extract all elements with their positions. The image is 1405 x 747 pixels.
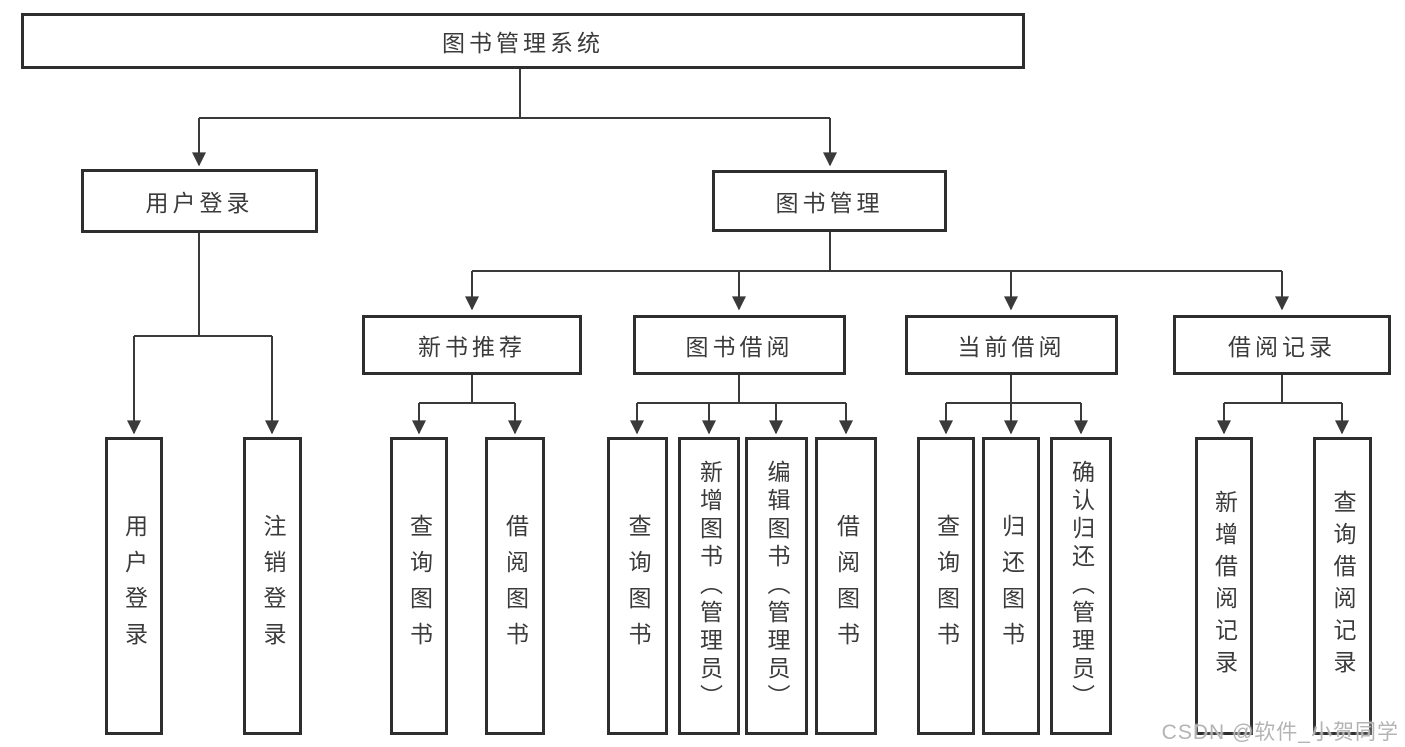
node-label: 图书管理 (775, 190, 884, 216)
node-library-management-system: 图书管理系统 (21, 13, 1025, 69)
node-book-borrowing: 图书借阅 (633, 315, 846, 375)
node-add-books-admin: 新增图书（管理员） (678, 437, 740, 735)
connector-arrows (127, 118, 1349, 435)
node-return-books: 归还图书 (982, 437, 1040, 735)
node-new-book-recommendation: 新书推荐 (362, 315, 582, 375)
node-confirm-return-admin: 确认归还（管理员） (1050, 437, 1112, 735)
node-query-borrow-record: 查询借阅记录 (1313, 437, 1372, 735)
node-edit-books-admin: 编辑图书（管理员） (745, 437, 808, 735)
node-label: 图书管理系统 (442, 30, 604, 56)
node-query-books-current: 查询图书 (917, 437, 975, 735)
node-label: 新增借阅记录 (1211, 490, 1238, 682)
node-label: 新书推荐 (418, 334, 526, 360)
node-label: 注销登录 (260, 514, 286, 658)
node-borrowing-records: 借阅记录 (1173, 315, 1391, 375)
node-label: 借阅图书 (833, 514, 860, 658)
node-borrow-books: 借阅图书 (815, 437, 877, 735)
node-label: 用户登录 (145, 190, 254, 216)
node-label: 查询借阅记录 (1330, 490, 1356, 682)
node-add-borrow-record: 新增借阅记录 (1195, 437, 1253, 735)
node-current-borrowing: 当前借阅 (905, 315, 1118, 375)
node-label: 借阅图书 (502, 514, 529, 658)
node-user-login: 用户登录 (105, 437, 163, 735)
node-label: 编辑图书（管理员） (764, 460, 790, 712)
node-label: 借阅记录 (1228, 334, 1336, 360)
node-label: 查询图书 (406, 514, 433, 658)
node-label: 查询图书 (933, 514, 960, 658)
node-borrow-books-recommend: 借阅图书 (485, 437, 545, 735)
node-label: 归还图书 (998, 514, 1025, 658)
node-label: 新增图书（管理员） (696, 460, 723, 712)
node-logout: 注销登录 (243, 437, 302, 735)
node-query-books-borrow: 查询图书 (607, 437, 668, 735)
node-label: 确认归还（管理员） (1068, 460, 1095, 712)
node-label: 当前借阅 (957, 334, 1066, 360)
node-query-books-recommend: 查询图书 (390, 437, 448, 735)
node-user-login-group: 用户登录 (81, 169, 318, 233)
watermark: CSDN @软件_小贺同学 (1161, 721, 1399, 744)
node-label: 图书借阅 (685, 334, 794, 360)
node-book-management: 图书管理 (712, 170, 947, 232)
node-label: 查询图书 (625, 514, 651, 658)
node-label: 用户登录 (121, 514, 148, 658)
